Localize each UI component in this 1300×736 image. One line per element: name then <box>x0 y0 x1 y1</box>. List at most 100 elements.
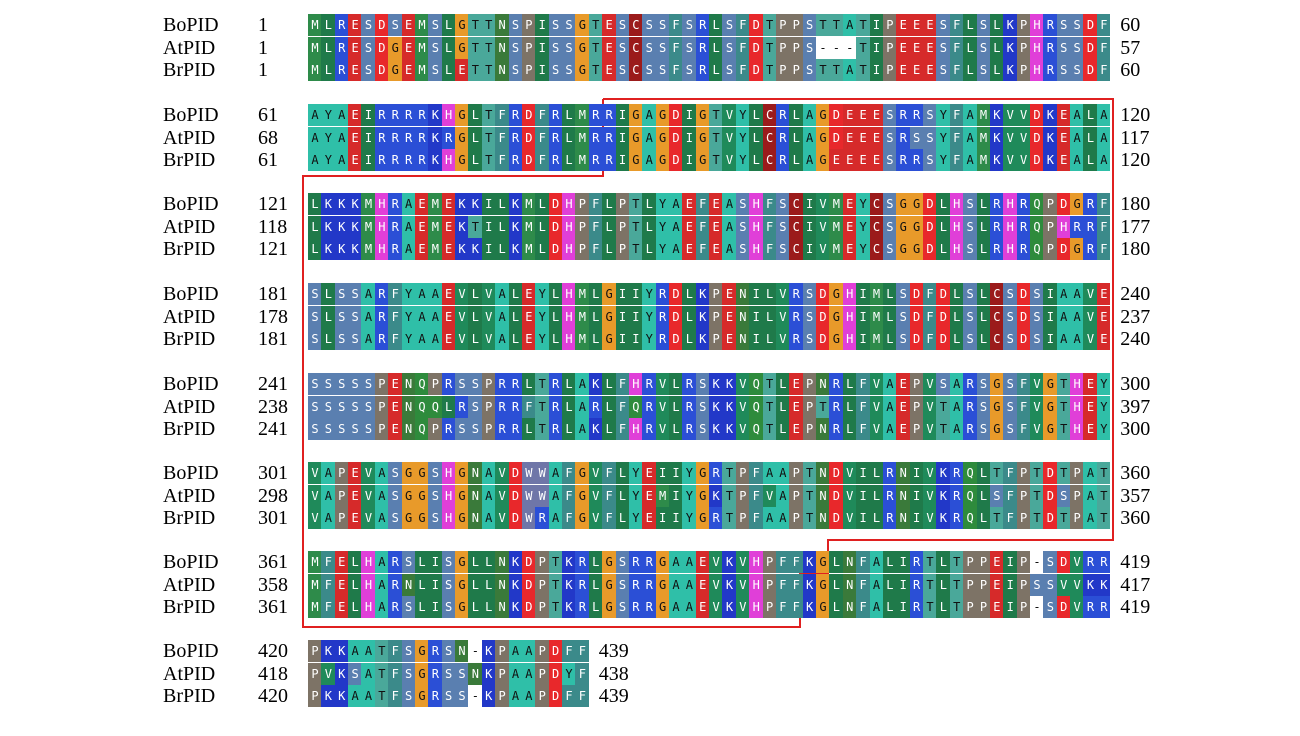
residue: I <box>1043 283 1058 305</box>
residue: K <box>334 193 349 215</box>
residue: T <box>936 418 951 440</box>
residue: K <box>802 573 817 596</box>
residue: L <box>709 14 724 36</box>
residue: K <box>321 238 336 260</box>
row-end-position: 439 <box>598 685 629 707</box>
residue: L <box>508 305 523 328</box>
residue: D <box>1029 104 1044 126</box>
residue: E <box>1056 104 1071 126</box>
residue: V <box>455 328 470 350</box>
residue: H <box>628 373 643 395</box>
residue: H <box>1070 418 1085 440</box>
residue: L <box>588 596 603 618</box>
residue: M <box>575 104 590 126</box>
residue: A <box>642 104 657 126</box>
row-end-position: 57 <box>1120 36 1141 59</box>
residue: D <box>909 283 924 305</box>
residue: S <box>923 104 937 126</box>
residue: E <box>334 551 349 573</box>
residue: M <box>575 328 590 350</box>
residue: E <box>909 36 924 59</box>
residue: P <box>882 14 897 36</box>
residue: A <box>495 305 510 328</box>
row-end-position: 360 <box>1120 462 1151 484</box>
residue: E <box>909 59 924 81</box>
residue: S <box>775 238 790 260</box>
residue: G <box>388 59 403 81</box>
residue: P <box>909 418 924 440</box>
row-end-position: 180 <box>1120 238 1151 260</box>
residue: F <box>789 596 804 618</box>
residue: P <box>802 418 817 440</box>
residue: V <box>735 418 750 440</box>
residue: D <box>548 662 563 685</box>
residue: A <box>481 462 496 484</box>
residue: A <box>548 507 563 529</box>
residue: N <box>468 462 483 484</box>
residue: F <box>749 484 764 507</box>
residue: R <box>588 104 603 126</box>
residue: A <box>802 149 817 171</box>
residue: T <box>802 462 817 484</box>
residue: S <box>963 215 978 238</box>
residue: R <box>882 484 897 507</box>
row-end-position: 117 <box>1120 126 1150 149</box>
residue: H <box>361 551 376 573</box>
residue: A <box>495 283 510 305</box>
residue: L <box>682 328 697 350</box>
row-end-position: 360 <box>1120 507 1151 529</box>
residue: C <box>789 215 804 238</box>
residue: L <box>508 283 523 305</box>
residue: G <box>414 462 429 484</box>
residue: T <box>762 36 777 59</box>
residue: P <box>334 507 349 529</box>
residue: K <box>695 305 710 328</box>
residue: P <box>735 462 750 484</box>
residue: L <box>588 305 603 328</box>
residue: V <box>361 462 376 484</box>
residue: E <box>923 14 937 36</box>
residue: L <box>842 418 857 440</box>
residue: A <box>882 373 897 395</box>
residue: I <box>802 238 817 260</box>
residue: R <box>495 418 510 440</box>
residue: E <box>348 149 363 171</box>
residue: V <box>722 104 737 126</box>
residue: F <box>535 126 550 149</box>
residue: T <box>923 551 937 573</box>
residue: D <box>521 551 536 573</box>
residue: K <box>508 238 523 260</box>
residue: A <box>668 596 683 618</box>
residue: A <box>775 484 790 507</box>
residue: Y <box>682 462 697 484</box>
residue: S <box>802 305 817 328</box>
residue: T <box>535 395 550 418</box>
residue: G <box>388 36 403 59</box>
row-end-position: 60 <box>1120 14 1141 36</box>
residue: S <box>428 462 443 484</box>
residue: L <box>468 596 483 618</box>
residue: Y <box>735 126 750 149</box>
residue: D <box>668 305 683 328</box>
residue: A <box>548 484 563 507</box>
residue: S <box>334 283 349 305</box>
residue: R <box>374 149 389 171</box>
residue: T <box>802 507 817 529</box>
residue: S <box>308 395 322 418</box>
residue: - <box>468 685 483 707</box>
residue: R <box>575 596 590 618</box>
residue: A <box>682 551 697 573</box>
residue: T <box>374 685 389 707</box>
residue: Y <box>735 104 750 126</box>
residue: D <box>923 238 937 260</box>
residue: M <box>976 104 991 126</box>
residue: S <box>642 36 657 59</box>
residue: V <box>722 149 737 171</box>
residue: L <box>535 238 550 260</box>
